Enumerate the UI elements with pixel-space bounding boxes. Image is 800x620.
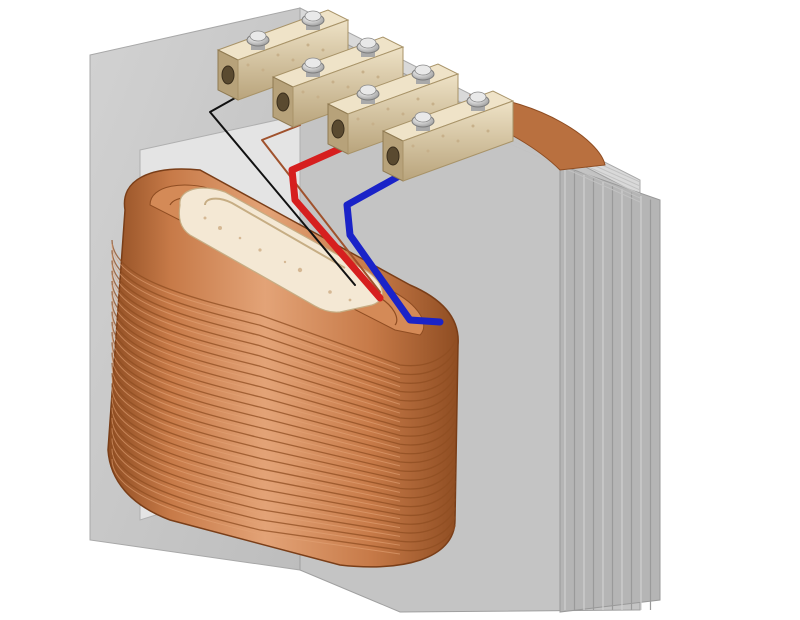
terminal-texture — [456, 139, 460, 143]
terminal-texture — [246, 63, 250, 67]
terminal-block — [271, 36, 405, 128]
terminal-texture — [356, 117, 360, 121]
terminal-texture — [376, 75, 380, 79]
coil-turn-highlight — [111, 264, 401, 388]
coil-turn — [111, 424, 456, 525]
screw-head — [304, 10, 322, 22]
screw-head — [359, 37, 377, 49]
coil-turn — [111, 393, 456, 499]
terminal-texture — [361, 70, 365, 74]
coil-turn-highlight — [111, 325, 401, 440]
coil-turn — [111, 373, 456, 481]
terminal-texture — [426, 149, 430, 153]
terminal-hole — [221, 65, 235, 85]
terminal-texture — [416, 97, 420, 101]
terminal-hole — [276, 92, 290, 112]
wire-blue — [343, 166, 444, 326]
coil-turn-highlight — [111, 305, 401, 423]
coil-turn-highlight — [111, 407, 401, 511]
terminal-block — [381, 90, 515, 182]
coil-turn — [111, 260, 456, 384]
coil-turn — [111, 362, 456, 472]
terminal-texture — [331, 80, 335, 84]
terminal-hole — [331, 119, 345, 139]
coil-turn — [111, 342, 456, 455]
terminal-texture — [276, 53, 280, 57]
terminal-texture — [386, 107, 390, 111]
coil-turn-highlight — [111, 243, 401, 370]
coil-turn-highlight — [111, 428, 401, 529]
coil-turn-highlight — [111, 397, 401, 502]
coil-turn — [111, 383, 456, 490]
screw-head — [304, 57, 322, 69]
coil-turn — [111, 311, 456, 428]
wire-copper — [261, 124, 381, 293]
terminal-texture — [401, 112, 405, 116]
screw-head — [469, 91, 487, 103]
screw-head — [414, 64, 432, 76]
coil-turn — [111, 352, 456, 464]
coil-turn-highlight — [111, 295, 401, 414]
terminal-texture — [441, 134, 445, 138]
coil-turn — [111, 332, 456, 446]
coil-turn — [111, 403, 456, 508]
coil-turn-highlight — [111, 336, 401, 449]
screw-head — [359, 84, 377, 96]
terminal-texture — [431, 102, 435, 106]
coil-turn — [111, 434, 456, 534]
bobbin — [178, 187, 383, 313]
terminal-block — [216, 9, 350, 101]
coil-turn-highlight — [111, 387, 401, 493]
coil-turn — [111, 301, 456, 420]
coil-turn — [111, 444, 456, 543]
wire-red — [288, 138, 384, 302]
terminal-texture — [306, 43, 310, 47]
terminal-texture — [471, 124, 475, 128]
terminal-hole — [386, 146, 400, 166]
terminal-texture — [411, 144, 415, 148]
screw-head — [249, 30, 267, 42]
coil-turn-highlight — [111, 274, 401, 396]
terminal-texture — [291, 58, 295, 62]
coil-turn — [111, 270, 456, 393]
lead-wires — [209, 97, 444, 326]
terminal-texture — [301, 90, 305, 94]
terminal-texture — [316, 95, 320, 99]
terminal-texture — [321, 48, 325, 52]
coil-turn-highlight — [111, 418, 401, 520]
coil-turn-highlight — [111, 458, 401, 555]
coil-turn — [111, 454, 456, 552]
coil-turn-highlight — [111, 366, 401, 476]
terminal-block — [326, 63, 460, 155]
terminal-texture — [346, 85, 350, 89]
coil-turn — [111, 291, 456, 411]
coil-turn-highlight — [111, 254, 401, 379]
coil-turn-highlight — [111, 448, 401, 546]
terminal-strip — [216, 9, 515, 182]
bobbin-inner-slot — [204, 197, 346, 269]
terminal-texture — [371, 122, 375, 126]
terminal-texture — [261, 68, 265, 72]
coil-turn-highlight — [111, 284, 401, 405]
coil-turn — [111, 280, 456, 402]
coil-turn — [111, 414, 456, 517]
coil-turn — [111, 239, 456, 367]
coil-turn-lines — [111, 239, 456, 555]
coil-turn-highlight — [111, 315, 401, 432]
coil-turn-highlight — [111, 356, 401, 467]
terminal-texture — [486, 129, 490, 133]
bobbin-speckles — [203, 216, 352, 302]
coil-turn-highlight — [111, 346, 401, 458]
coil-turn-highlight — [111, 438, 401, 537]
coil-turn-highlight — [111, 377, 401, 485]
coil-turn — [111, 250, 456, 376]
screw-head — [414, 111, 432, 123]
wire-black — [209, 97, 356, 286]
coil-turn — [111, 321, 456, 437]
